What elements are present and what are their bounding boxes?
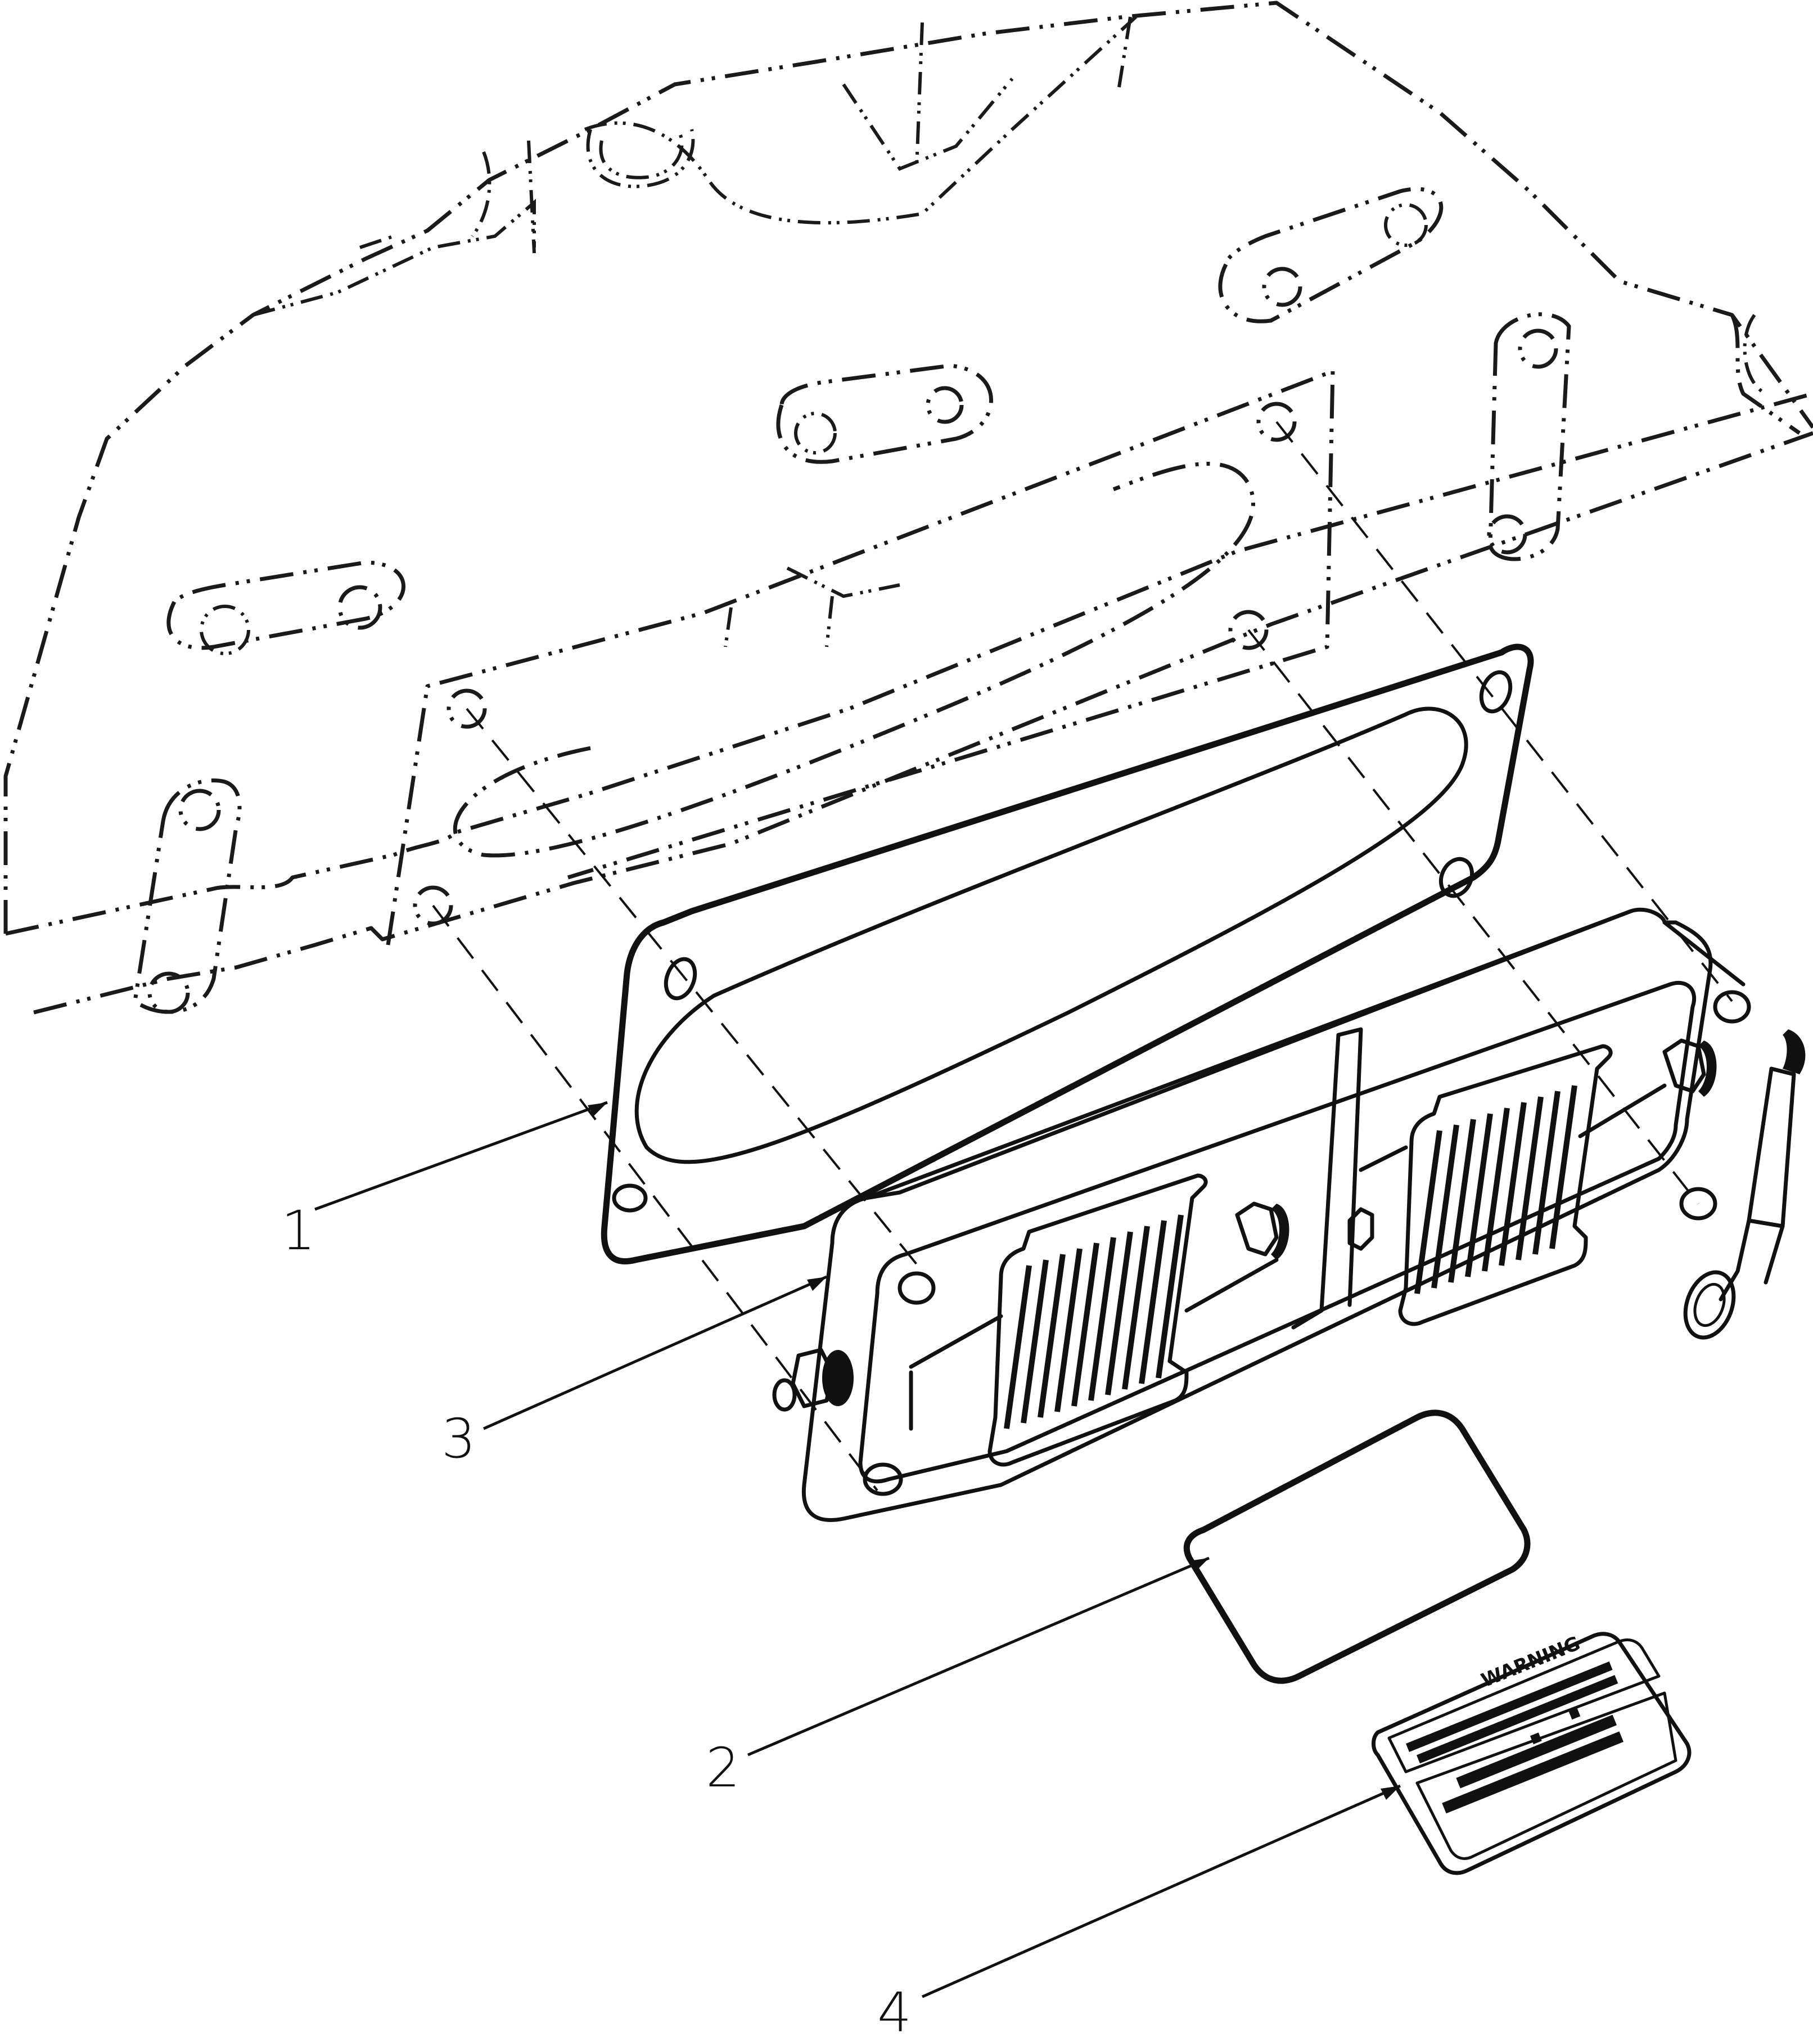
leader-lines	[314, 1101, 1401, 1998]
heatsink-fins-1	[1004, 1214, 1184, 1429]
ground-strap	[1683, 1029, 1806, 1340]
callout-2: 2	[706, 1736, 741, 1799]
hex-nut-1	[1235, 1201, 1289, 1260]
stud-nut-left	[772, 1348, 854, 1412]
blank-plate-part-2	[1183, 1410, 1531, 1684]
gasket-part-1	[601, 643, 1534, 1264]
hex-nut-2	[1662, 1038, 1717, 1097]
hex-nut-3	[1347, 1207, 1374, 1251]
module-part-3	[772, 907, 1806, 1522]
callout-4: 4	[877, 1981, 912, 2044]
warning-label-part-4: WARNING	[1372, 1632, 1692, 1875]
housing-phantom	[3, 1, 1813, 1015]
callout-1: 1	[281, 1199, 316, 1262]
heatsink-fins-2	[1414, 1085, 1577, 1294]
callout-3: 3	[441, 1407, 476, 1470]
